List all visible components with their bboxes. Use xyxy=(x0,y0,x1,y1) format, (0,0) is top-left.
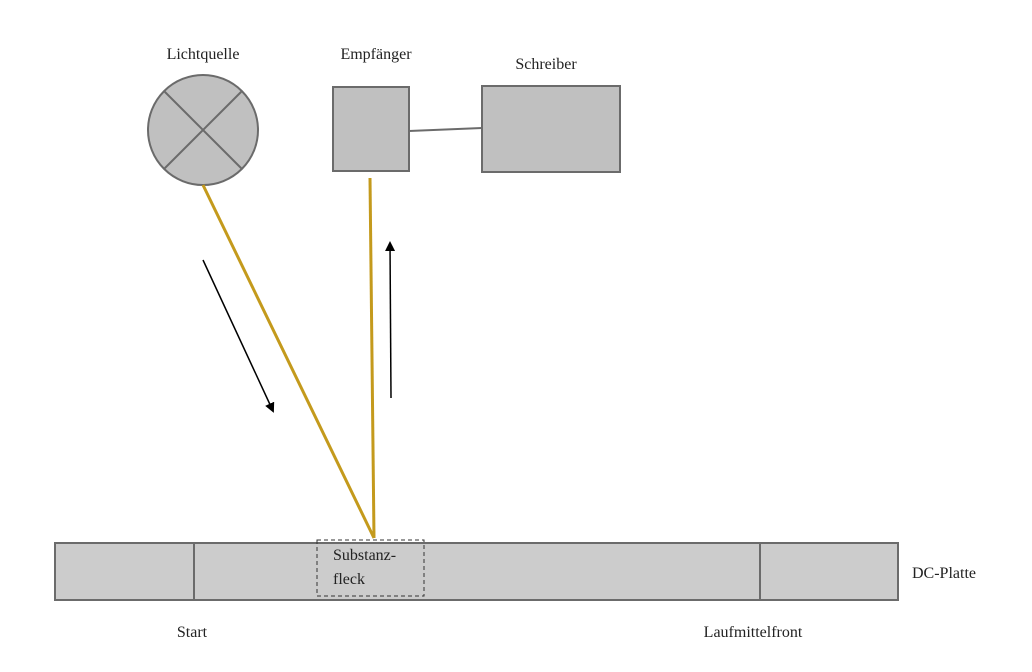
reflected-light-beam xyxy=(368,177,376,539)
receiver-box xyxy=(332,86,410,172)
receiver-label: Empfänger xyxy=(340,46,412,63)
substance-spot-label-line1: Substanz- xyxy=(333,547,396,564)
light-source-label: Lichtquelle xyxy=(167,46,240,63)
recorder-label: Schreiber xyxy=(515,56,577,73)
substance-spot-label-line2: fleck xyxy=(333,571,365,588)
incident-direction-arrow xyxy=(202,259,275,413)
plate-label: DC-Platte xyxy=(912,565,976,582)
incident-light-beam xyxy=(201,184,376,539)
receiver-recorder-connector xyxy=(408,127,483,132)
reflected-direction-arrow xyxy=(385,241,396,399)
light-source-cross-b xyxy=(163,90,243,170)
start-label: Start xyxy=(177,624,208,641)
tlc-plate xyxy=(54,542,899,601)
recorder-box xyxy=(481,85,621,173)
solvent-front-label: Laufmittelfront xyxy=(704,624,803,641)
light-source xyxy=(147,74,259,186)
substance-spot-outline xyxy=(316,539,425,597)
tlc-plate-body xyxy=(54,542,899,601)
